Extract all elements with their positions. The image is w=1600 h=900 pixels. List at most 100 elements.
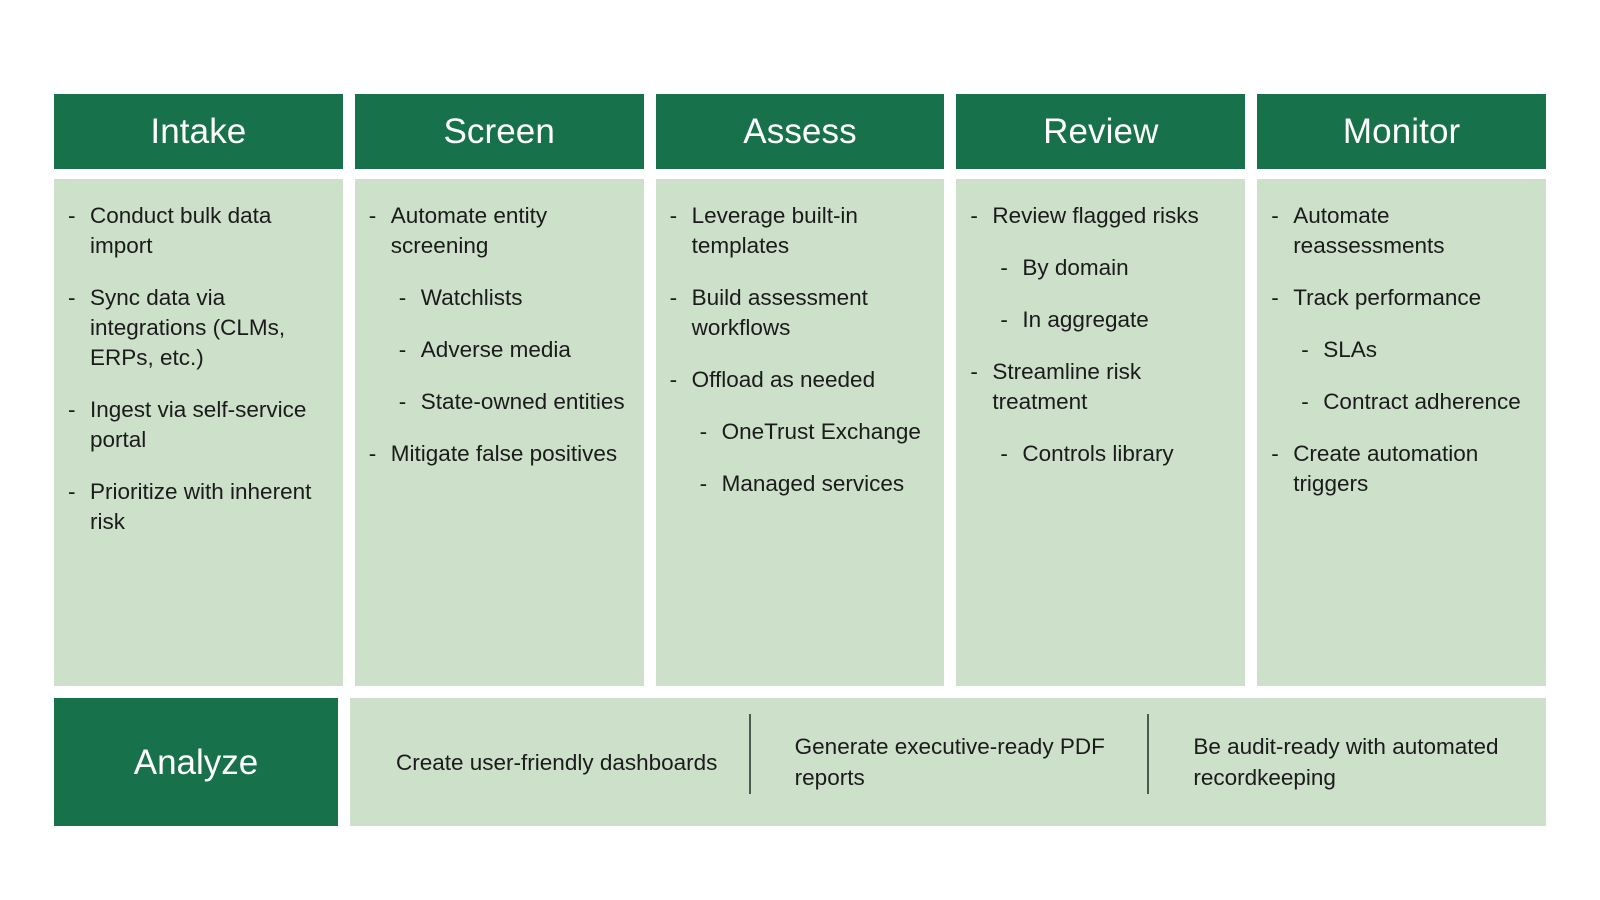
list-item-sub: - Controls library — [970, 439, 1231, 469]
list-item-label: Conduct bulk data import — [90, 203, 272, 258]
list-item: - Prioritize with inherent risk — [68, 477, 329, 537]
list-item-sub: - Adverse media — [369, 335, 630, 365]
bullet-dash-icon: - — [68, 285, 76, 310]
list-item-label: SLAs — [1323, 337, 1377, 362]
list-item: - Track performance — [1271, 283, 1532, 313]
list-item-label: Ingest via self-service portal — [90, 397, 307, 452]
stage-title: Intake — [150, 112, 247, 151]
list-item-label: Offload as needed — [691, 367, 876, 392]
bullet-dash-icon: - — [368, 441, 377, 466]
bullet-dash-icon: - — [699, 471, 708, 496]
list-item: - Ingest via self-service portal — [68, 395, 329, 455]
bullet-dash-icon: - — [1000, 255, 1008, 280]
bullet-dash-icon: - — [669, 285, 678, 310]
bullet-dash-icon: - — [1271, 203, 1279, 228]
list-item-sub: - State-owned entities — [369, 387, 630, 417]
list-item: - Automate reassessments — [1271, 201, 1532, 261]
list-item-label: In aggregate — [1022, 307, 1149, 332]
analyze-title: Analyze — [133, 742, 259, 782]
bullet-dash-icon: - — [1000, 307, 1008, 332]
stage-body-monitor: - Automate reassessments - Track perform… — [1257, 179, 1546, 686]
list-item-label: Automate reassessments — [1293, 203, 1445, 258]
list-item-sub: - By domain — [970, 253, 1231, 283]
list-item-label: OneTrust Exchange — [721, 419, 921, 444]
list-item: - Create automation triggers — [1271, 439, 1532, 499]
analyze-row: Analyze Create user-friendly dashboards … — [54, 698, 1546, 826]
bullet-dash-icon: - — [669, 367, 678, 392]
stage-header-intake: Intake — [54, 94, 343, 169]
list-item-label: Adverse media — [420, 337, 571, 362]
stage-column-review: Review - Review flagged risks - By domai… — [956, 94, 1246, 686]
bullet-list-intake: - Conduct bulk data import - Sync data v… — [68, 201, 329, 537]
bullet-dash-icon: - — [1271, 441, 1279, 466]
bullet-dash-icon: - — [1301, 389, 1309, 414]
bullet-dash-icon: - — [68, 397, 76, 422]
list-item-label: Managed services — [721, 471, 905, 496]
bullet-dash-icon: - — [398, 285, 407, 310]
stage-title: Review — [1043, 112, 1159, 151]
list-item: - Conduct bulk data import — [68, 201, 329, 261]
list-item: - Leverage built-in templates — [670, 201, 931, 261]
list-item-sub: - Contract adherence — [1271, 387, 1532, 417]
bullet-dash-icon: - — [368, 203, 377, 228]
stage-title: Screen — [443, 112, 555, 151]
stage-body-assess: - Leverage built-in templates - Build as… — [655, 179, 945, 686]
list-item-sub: - SLAs — [1271, 335, 1532, 365]
list-item: - Streamline risk treatment — [970, 357, 1231, 417]
stage-column-monitor: Monitor - Automate reassessments - Track… — [1257, 94, 1546, 686]
list-item-sub: - Managed services — [670, 469, 931, 499]
list-item-label: Leverage built-in templates — [691, 203, 858, 258]
vertical-divider — [748, 714, 751, 794]
bullet-dash-icon: - — [68, 479, 76, 504]
bullet-dash-icon: - — [1000, 441, 1008, 466]
list-item: - Offload as needed — [670, 365, 931, 395]
list-item-label: Automate entity screening — [390, 203, 548, 258]
bullet-dash-icon: - — [669, 203, 678, 228]
list-item-label: Controls library — [1022, 441, 1174, 466]
list-item-label: Build assessment workflows — [691, 285, 868, 340]
analyze-cell: Generate executive-ready PDF reports — [748, 698, 1148, 826]
list-item-label: Watchlists — [420, 285, 523, 310]
list-item-label: State-owned entities — [420, 389, 625, 414]
bullet-dash-icon: - — [970, 359, 978, 384]
analyze-cell: Be audit-ready with automated recordkeep… — [1147, 698, 1546, 826]
analyze-label-box: Analyze — [54, 698, 338, 826]
bullet-dash-icon: - — [398, 337, 407, 362]
stage-title: Monitor — [1342, 112, 1461, 151]
bullet-dash-icon: - — [68, 203, 76, 228]
bullet-list-review: - Review flagged risks - By domain - In … — [970, 201, 1231, 469]
list-item: - Automate entity screening — [369, 201, 630, 261]
list-item: - Review flagged risks — [970, 201, 1231, 231]
list-item-sub: - Watchlists — [369, 283, 630, 313]
bullet-list-assess: - Leverage built-in templates - Build as… — [670, 201, 931, 499]
list-item-label: Create automation triggers — [1293, 441, 1479, 496]
stage-body-screen: - Automate entity screening - Watchlists… — [354, 179, 644, 686]
bullet-dash-icon: - — [970, 203, 978, 228]
list-item: - Build assessment workflows — [670, 283, 931, 343]
analyze-item-label: Create user-friendly dashboards — [396, 749, 718, 775]
bullet-list-screen: - Automate entity screening - Watchlists… — [369, 201, 630, 469]
list-item-sub: - OneTrust Exchange — [670, 417, 931, 447]
bullet-dash-icon: - — [1271, 285, 1279, 310]
list-item-label: Contract adherence — [1323, 389, 1521, 414]
list-item-label: By domain — [1022, 255, 1129, 280]
stage-body-review: - Review flagged risks - By domain - In … — [956, 179, 1246, 686]
bullet-list-monitor: - Automate reassessments - Track perform… — [1271, 201, 1532, 499]
vertical-divider — [1147, 714, 1150, 794]
analyze-item-label: Generate executive-ready PDF reports — [794, 734, 1105, 790]
bullet-dash-icon: - — [398, 389, 407, 414]
stage-header-review: Review — [956, 94, 1246, 169]
stage-column-assess: Assess - Leverage built-in templates - B… — [655, 94, 945, 686]
stage-title: Assess — [743, 112, 857, 151]
stage-column-screen: Screen - Automate entity screening - Wat… — [354, 94, 644, 686]
analyze-item-label: Be audit-ready with automated recordkeep… — [1193, 734, 1499, 790]
stage-header-assess: Assess — [655, 94, 945, 169]
list-item-label: Mitigate false positives — [390, 441, 618, 466]
bullet-dash-icon: - — [699, 419, 708, 444]
stage-header-monitor: Monitor — [1257, 94, 1546, 169]
process-diagram: Intake - Conduct bulk data import - Sync… — [54, 94, 1546, 826]
list-item-label: Sync data via integrations (CLMs, ERPs, … — [90, 285, 286, 370]
analyze-cell: Create user-friendly dashboards — [350, 698, 749, 826]
stage-row: Intake - Conduct bulk data import - Sync… — [54, 94, 1546, 686]
analyze-items: Create user-friendly dashboards Generate… — [350, 698, 1546, 826]
